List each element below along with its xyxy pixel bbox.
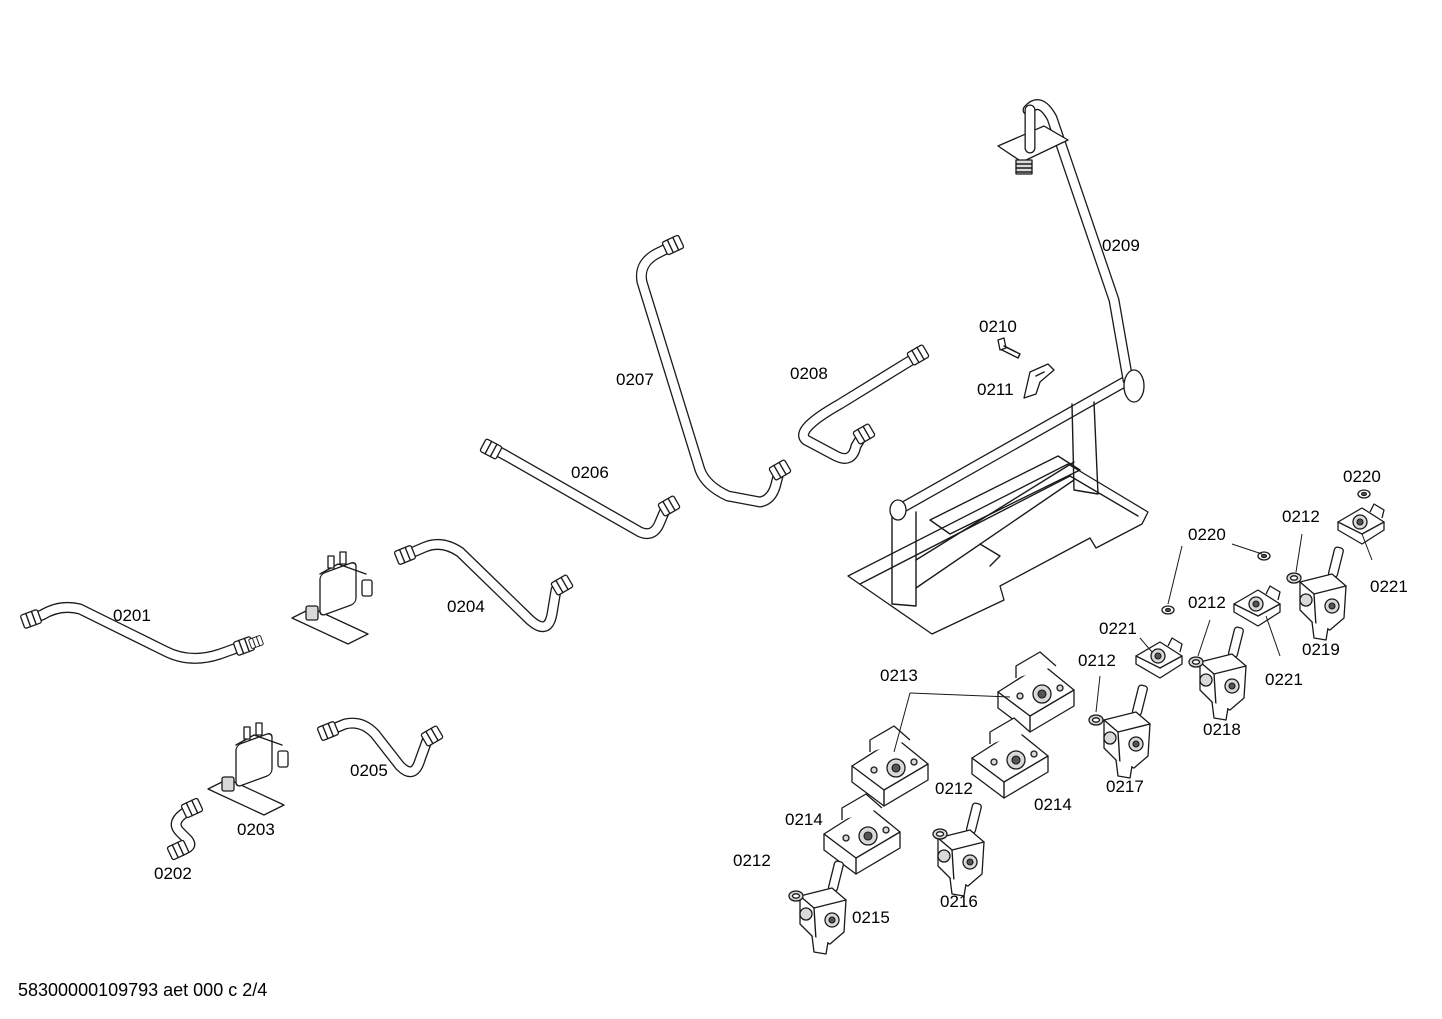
label-0212-d: 0212 [1188,593,1226,612]
label-0221-b: 0221 [1265,670,1303,689]
label-0220-a: 0220 [1188,525,1226,544]
part-0215-valve [799,859,847,955]
part-0212-ring-c [1088,714,1104,726]
label-0207: 0207 [616,370,654,389]
part-labels: 0201 0202 0203 0204 0205 0206 0207 0208 … [113,236,1408,927]
part-0216-valve [937,801,985,897]
label-0206: 0206 [571,463,609,482]
part-0207-tube [635,234,792,508]
part-0205-tube [316,717,444,778]
label-0221-a: 0221 [1099,619,1137,638]
part-0221-holder-b [1233,585,1281,627]
label-0219: 0219 [1302,640,1340,659]
label-0203: 0203 [237,820,275,839]
label-0214-a: 0214 [785,810,823,829]
label-0217: 0217 [1106,777,1144,796]
label-0211: 0211 [977,380,1014,399]
label-0212-e: 0212 [1282,507,1320,526]
part-0204-tube [393,538,574,633]
part-solenoid-upper [291,551,373,645]
label-0212-b: 0212 [935,779,973,798]
part-0212-ring-e [1286,572,1302,584]
label-0205: 0205 [350,761,388,780]
label-0209: 0209 [1102,236,1140,255]
part-0221-holder-a [1135,637,1183,679]
part-0203-solenoid-valve [207,722,289,816]
drawing-reference-code: 58300000109793 aet 000 c 2/4 [18,980,268,1000]
label-0208: 0208 [790,364,828,383]
label-0214-b: 0214 [1034,795,1072,814]
part-0209-frame [847,99,1149,635]
label-0221-c: 0221 [1370,577,1408,596]
part-0213-plate-b [851,725,929,807]
part-0212-ring-b [932,828,948,840]
label-0212-a: 0212 [733,851,771,870]
part-0212-ring-a [788,890,804,902]
part-0208-tube [798,343,930,464]
label-0202: 0202 [154,864,192,883]
label-0210: 0210 [979,317,1017,336]
label-0216: 0216 [940,892,978,911]
label-0204: 0204 [447,597,485,616]
part-0218-valve [1199,625,1247,721]
leader-lines [893,533,1373,753]
part-0202-fitting [166,797,204,861]
label-0201: 0201 [113,606,151,625]
part-0220-washer-a [1161,605,1175,615]
part-0212-ring-d [1188,656,1204,668]
part-0206-tube [479,437,681,540]
label-0220-b: 0220 [1343,467,1381,486]
part-0219-valve [1299,545,1347,641]
part-0211-clip [1023,363,1055,399]
label-0212-c: 0212 [1078,651,1116,670]
part-0221-holder-c [1337,503,1385,545]
label-0218: 0218 [1203,720,1241,739]
part-0217-valve [1103,683,1151,779]
part-0201-tube [19,602,265,664]
part-0210-screw [997,337,1021,359]
part-0214-plate-a [971,717,1049,799]
part-0220-washer-c [1357,489,1371,499]
label-0213: 0213 [880,666,918,685]
label-0215: 0215 [852,908,890,927]
